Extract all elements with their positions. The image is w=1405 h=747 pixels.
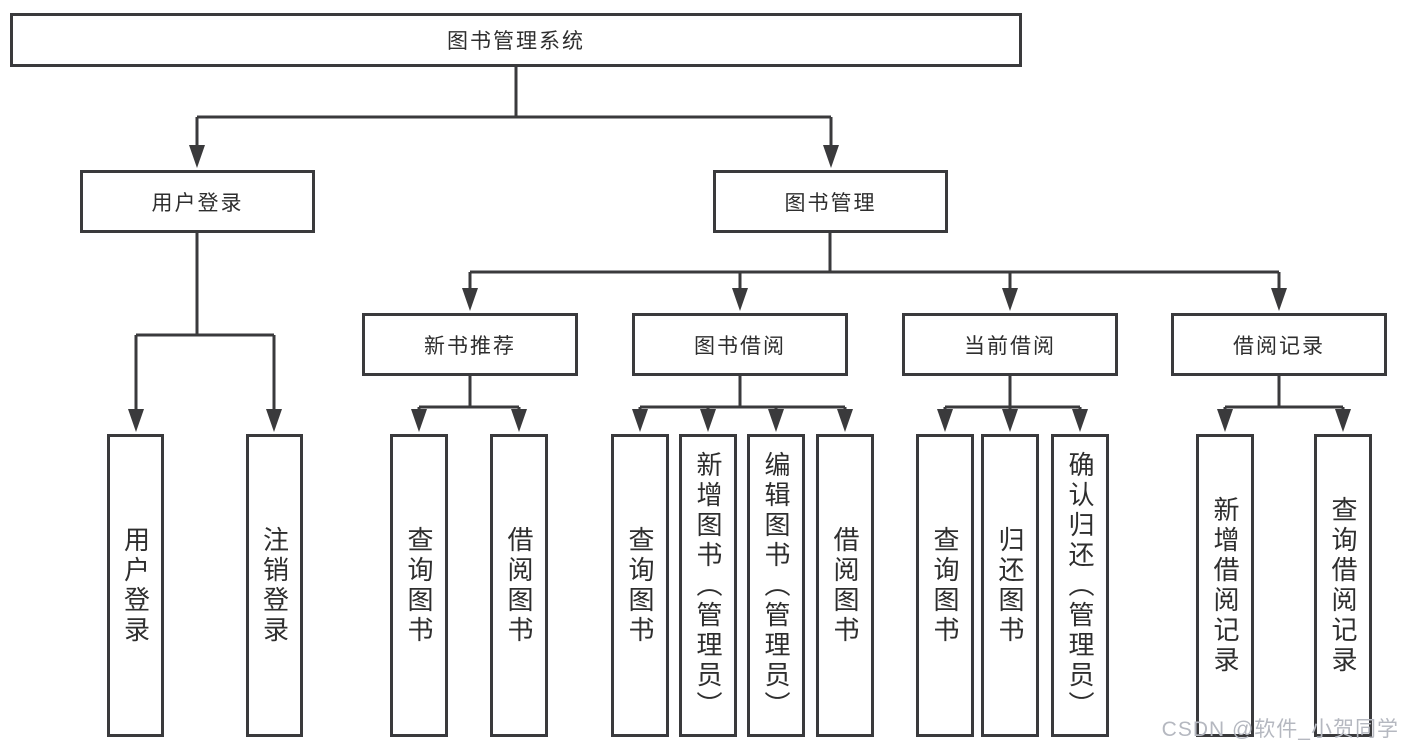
node-label: 图书管理系统 — [447, 30, 585, 53]
edge-user-login-to-leaves — [128, 233, 282, 432]
node-label: 查询图书 — [930, 525, 960, 646]
leaf-confirm-return-admin: 确认归还（管理员） — [1051, 434, 1109, 737]
leaf-borrow-books-recommend: 借阅图书 — [490, 434, 548, 737]
node-label: 借阅图书 — [504, 525, 534, 646]
node-label: 查询图书 — [625, 525, 655, 646]
leaf-query-books-current: 查询图书 — [916, 434, 974, 737]
leaf-edit-book-admin: 编辑图书（管理员） — [747, 434, 805, 737]
leaf-return-book: 归还图书 — [981, 434, 1039, 737]
node-label: 新增图书（管理员） — [693, 450, 723, 721]
leaf-add-book-admin: 新增图书（管理员） — [679, 434, 737, 737]
leaf-user-login: 用户登录 — [107, 434, 164, 737]
node-user-login: 用户登录 — [80, 170, 315, 233]
edge-book-borrow-to-leaves — [632, 376, 853, 432]
edge-borrow-records-to-leaves — [1217, 376, 1351, 432]
node-label: 用户登录 — [120, 525, 151, 646]
node-current-borrowing: 当前借阅 — [902, 313, 1118, 376]
node-label: 查询图书 — [404, 525, 434, 646]
node-new-book-recommendation: 新书推荐 — [362, 313, 578, 376]
leaf-query-borrow-record: 查询借阅记录 — [1314, 434, 1372, 737]
leaf-add-borrow-record: 新增借阅记录 — [1196, 434, 1254, 737]
node-label: 用户登录 — [151, 191, 244, 215]
leaf-query-books-recommend: 查询图书 — [390, 434, 448, 737]
edge-book-mgmt-to-level3 — [462, 233, 1287, 311]
node-label: 编辑图书（管理员） — [761, 450, 791, 721]
node-label: 图书管理 — [784, 191, 877, 215]
leaf-logout: 注销登录 — [246, 434, 303, 737]
node-borrowing-records: 借阅记录 — [1171, 313, 1387, 376]
leaf-borrow-books: 借阅图书 — [816, 434, 874, 737]
node-label: 新书推荐 — [424, 334, 516, 358]
node-label: 当前借阅 — [964, 334, 1056, 358]
node-label: 归还图书 — [995, 525, 1025, 646]
csdn-watermark: CSDN @软件_小贺同学 — [1161, 718, 1399, 741]
edge-current-borrow-to-leaves — [937, 376, 1088, 432]
node-label: 确认归还（管理员） — [1065, 450, 1095, 721]
edge-root-to-level2 — [189, 67, 839, 168]
node-label: 图书借阅 — [694, 334, 786, 358]
node-label: 查询借阅记录 — [1328, 495, 1358, 676]
edge-new-book-rec-to-leaves — [411, 376, 527, 432]
node-label: 借阅记录 — [1233, 334, 1325, 358]
node-label: 注销登录 — [259, 525, 290, 646]
node-book-management: 图书管理 — [713, 170, 948, 233]
leaf-query-books-borrow: 查询图书 — [611, 434, 669, 737]
node-library-management-system: 图书管理系统 — [10, 13, 1022, 67]
node-label: 借阅图书 — [830, 525, 860, 646]
node-book-borrowing: 图书借阅 — [632, 313, 848, 376]
node-label: 新增借阅记录 — [1210, 495, 1240, 676]
